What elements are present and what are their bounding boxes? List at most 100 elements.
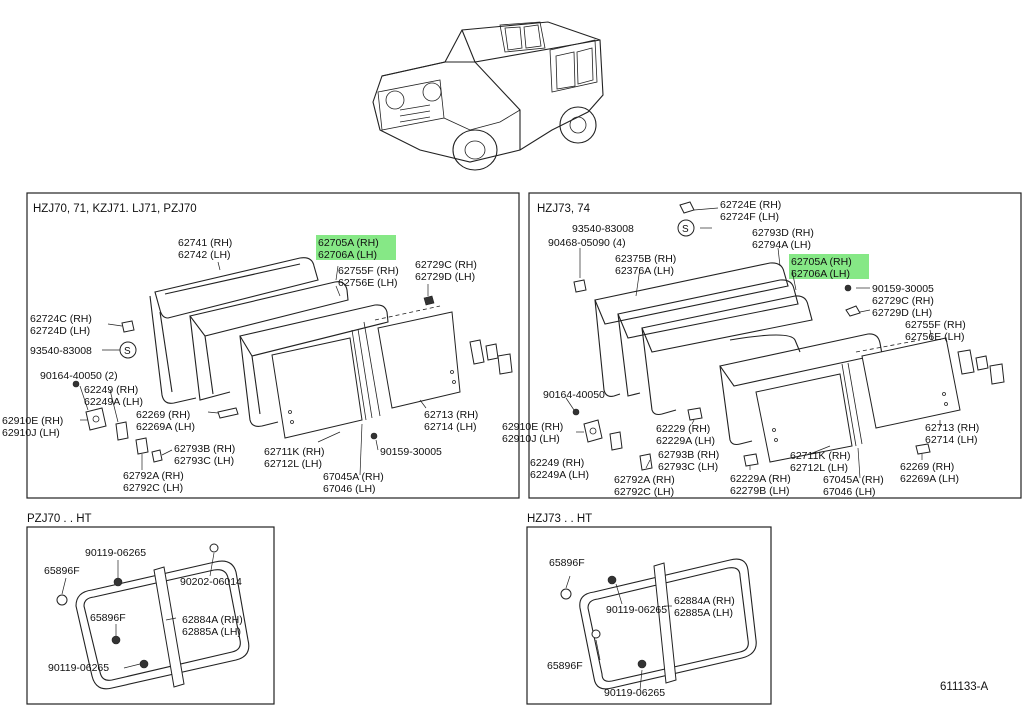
part-label: 62742 (LH) [178, 249, 231, 261]
part-label: 62724D (LH) [30, 325, 90, 337]
part-label: 62714 (LH) [925, 434, 978, 446]
part-label: 62885A (LH) [674, 607, 733, 619]
part-label: 62729D (LH) [415, 271, 475, 283]
part-label: 62279B (LH) [730, 485, 790, 497]
part-label: 62884A (RH) [674, 595, 735, 607]
part-label: 90119-06265 [85, 547, 146, 559]
part-label: 90164-40050 (2) [40, 370, 118, 382]
part-label: 90159-30005 [380, 446, 442, 458]
part-label: 90159-30005 [872, 283, 934, 295]
part-label: 62794A (LH) [752, 239, 811, 251]
part-label: 62885A (LH) [182, 626, 241, 638]
highlight-62705a-left [316, 235, 396, 260]
part-label: 62376A (LH) [615, 265, 674, 277]
part-label: 65896F [547, 660, 583, 672]
part-label: 62755F (RH) [905, 319, 966, 331]
part-label: 62910E (RH) [502, 421, 563, 433]
part-label: 62729D (LH) [872, 307, 932, 319]
bottom-right-labels: 65896F 62884A (RH) 62885A (LH) 90119-062… [547, 557, 735, 699]
bottom-left-parts [56, 543, 250, 690]
part-label: 62229A (LH) [656, 435, 715, 447]
part-label: 62792C (LH) [614, 486, 674, 498]
section-title-bottom-right: HZJ73 . . HT [527, 513, 592, 525]
part-label: 93540-83008 [30, 345, 92, 357]
part-label: 62792C (LH) [123, 482, 183, 494]
top-right-labels: 62724E (RH) 62724F (LH) 93540-83008 9046… [502, 199, 979, 498]
part-label: 90119-06265 [48, 662, 109, 674]
part-label: 62741 (RH) [178, 237, 232, 249]
part-label: 62705A (RH) [318, 237, 379, 249]
section-title-top-left: HZJ70, 71, KZJ71. LJ71, PZJ70 [33, 203, 197, 215]
highlight-62705a-right [789, 254, 869, 279]
part-label: 62705A (RH) [791, 256, 852, 268]
section-frame-bottom-right [526, 526, 772, 705]
diagram-code: 611133-A [940, 681, 988, 693]
part-label: 62792A (RH) [614, 474, 675, 486]
section-frame-top-left [26, 192, 520, 499]
part-label: 62793D (RH) [752, 227, 814, 239]
part-label: 90119-06265 [604, 687, 665, 699]
part-label: 62269A (LH) [136, 421, 195, 433]
part-label: 62729C (RH) [872, 295, 934, 307]
part-label: 90202-06014 [180, 576, 242, 588]
part-label: 62910J (LH) [502, 433, 560, 445]
s-marker-left: S [124, 346, 131, 357]
part-label: 62249A (LH) [530, 469, 589, 481]
part-label: 62712L (LH) [790, 462, 848, 474]
part-label: 62269 (RH) [136, 409, 190, 421]
top-left-parts: S [72, 257, 513, 476]
part-label: 93540-83008 [572, 223, 634, 235]
section-frame-top-right [528, 192, 1022, 499]
part-label: 62229 (RH) [656, 423, 710, 435]
bottom-left-labels: 90119-06265 65896F 90202-06014 65896F 62… [44, 547, 243, 674]
part-label: 62793B (RH) [658, 449, 719, 461]
section-title-bottom-left: PZJ70 . . HT [27, 513, 92, 525]
top-right-parts: S [565, 201, 1005, 479]
s-marker-right: S [682, 224, 689, 235]
part-label: 62706A (LH) [318, 249, 377, 261]
part-label: 65896F [90, 612, 126, 624]
part-label: 62793C (LH) [174, 455, 234, 467]
part-label: 65896F [44, 565, 80, 577]
part-label: 62713 (RH) [925, 422, 979, 434]
part-label: 62269A (LH) [900, 473, 959, 485]
part-label: 90119-06265 [606, 604, 667, 616]
part-label: 62910E (RH) [2, 415, 63, 427]
part-label: 62724C (RH) [30, 313, 92, 325]
part-label: 62714 (LH) [424, 421, 477, 433]
part-label: 62884A (RH) [182, 614, 243, 626]
part-label: 90164-40050 [543, 389, 605, 401]
part-label: 67046 (LH) [323, 483, 376, 495]
part-label: 62793B (RH) [174, 443, 235, 455]
part-label: 62229A (RH) [730, 473, 791, 485]
vehicle-illustration [372, 21, 604, 171]
part-label: 67045A (RH) [323, 471, 384, 483]
part-label: 62712L (LH) [264, 458, 322, 470]
part-label: 62724F (LH) [720, 211, 779, 223]
part-label: 62755F (RH) [338, 265, 399, 277]
part-label: 62713 (RH) [424, 409, 478, 421]
part-label: 62706A (LH) [791, 268, 850, 280]
part-label: 62724E (RH) [720, 199, 781, 211]
part-label: 62249 (RH) [530, 457, 584, 469]
part-label: 62269 (RH) [900, 461, 954, 473]
part-label: 62249A (LH) [84, 396, 143, 408]
part-label: 67045A (RH) [823, 474, 884, 486]
part-label: 90468-05090 (4) [548, 237, 626, 249]
part-label: 67046 (LH) [823, 486, 876, 498]
part-label: 62375B (RH) [615, 253, 676, 265]
part-label: 62729C (RH) [415, 259, 477, 271]
part-label: 62756E (LH) [338, 277, 398, 289]
section-title-top-right: HZJ73, 74 [537, 203, 591, 215]
part-label: 62792A (RH) [123, 470, 184, 482]
bottom-right-parts [560, 558, 757, 691]
top-left-labels: 62741 (RH) 62742 (LH) 62705A (RH) 62706A… [2, 237, 478, 495]
section-frame-bottom-left [26, 526, 275, 705]
part-label: 62756E (LH) [905, 331, 965, 343]
part-label: 62249 (RH) [84, 384, 138, 396]
part-label: 65896F [549, 557, 585, 569]
part-label: 62910J (LH) [2, 427, 60, 439]
part-label: 62711K (RH) [264, 446, 325, 458]
part-label: 62793C (LH) [658, 461, 718, 473]
